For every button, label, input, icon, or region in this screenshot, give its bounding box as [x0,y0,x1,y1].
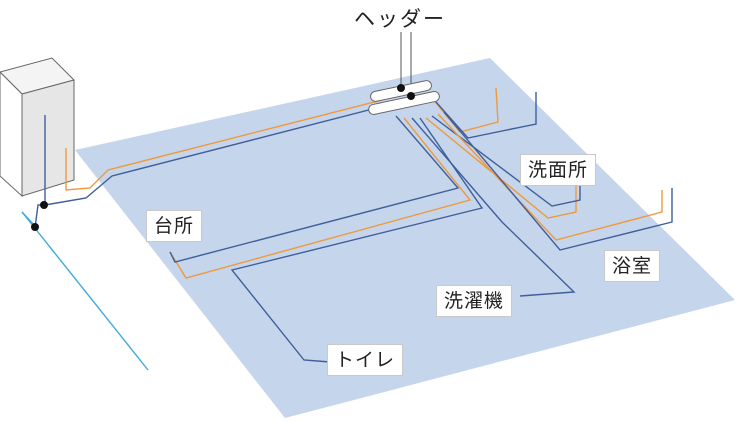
pipe-laundry [411,117,576,297]
room-label-bathroom: 浴室 [604,250,661,282]
pipe-kitchen-cold [169,115,460,263]
room-label-washroom: 洗面所 [520,154,597,186]
pipe-kitchen-hot [169,117,472,279]
header-title: ヘッダー [354,7,446,31]
supply-junction-dot [31,223,39,231]
room-label-laundry: 洗濯機 [436,285,513,317]
header-junction-dot-1 [397,84,405,92]
pipe-bath-hot [437,113,663,241]
header-junction-dot-2 [407,92,415,100]
room-label-kitchen: 台所 [146,210,203,242]
water-heater [0,57,75,205]
hot-pipe-main [65,99,383,191]
pipe-toilet [230,117,484,363]
floor-plane [75,58,735,418]
room-label-toilet: トイレ [327,344,404,376]
heater-junction-dot [40,201,48,209]
pipe-washroom-cold [431,115,581,207]
supply-pipe [21,211,149,371]
pipe-to-upper-right-cold [435,92,537,139]
pipe-bath-cold [443,111,673,251]
cold-pipe-main [44,103,393,206]
pipe-washroom-hot [425,117,577,219]
